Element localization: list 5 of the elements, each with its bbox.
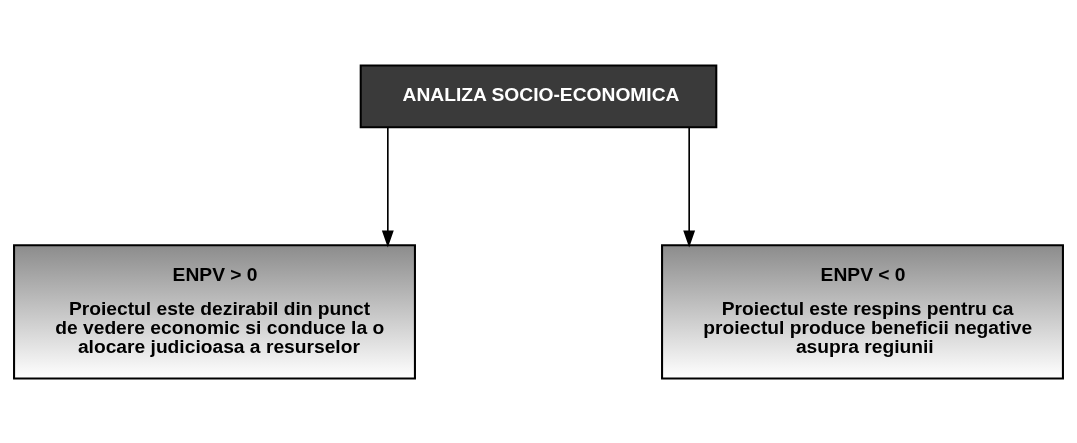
node-box: ANALIZA SOCIO-ECONOMICA <box>359 63 718 128</box>
node-box: ENPV > 0 Proiectul este dezirabil din punct de vedere economic si conduce la o alocare judicioasa a resurselor <box>13 243 416 380</box>
arrow <box>381 126 394 247</box>
node-box: ENPV < 0 Proiectul este respins pentru ca proiectul produce beneficii negative asupra regiunii <box>661 243 1064 380</box>
arrow <box>683 126 696 247</box>
